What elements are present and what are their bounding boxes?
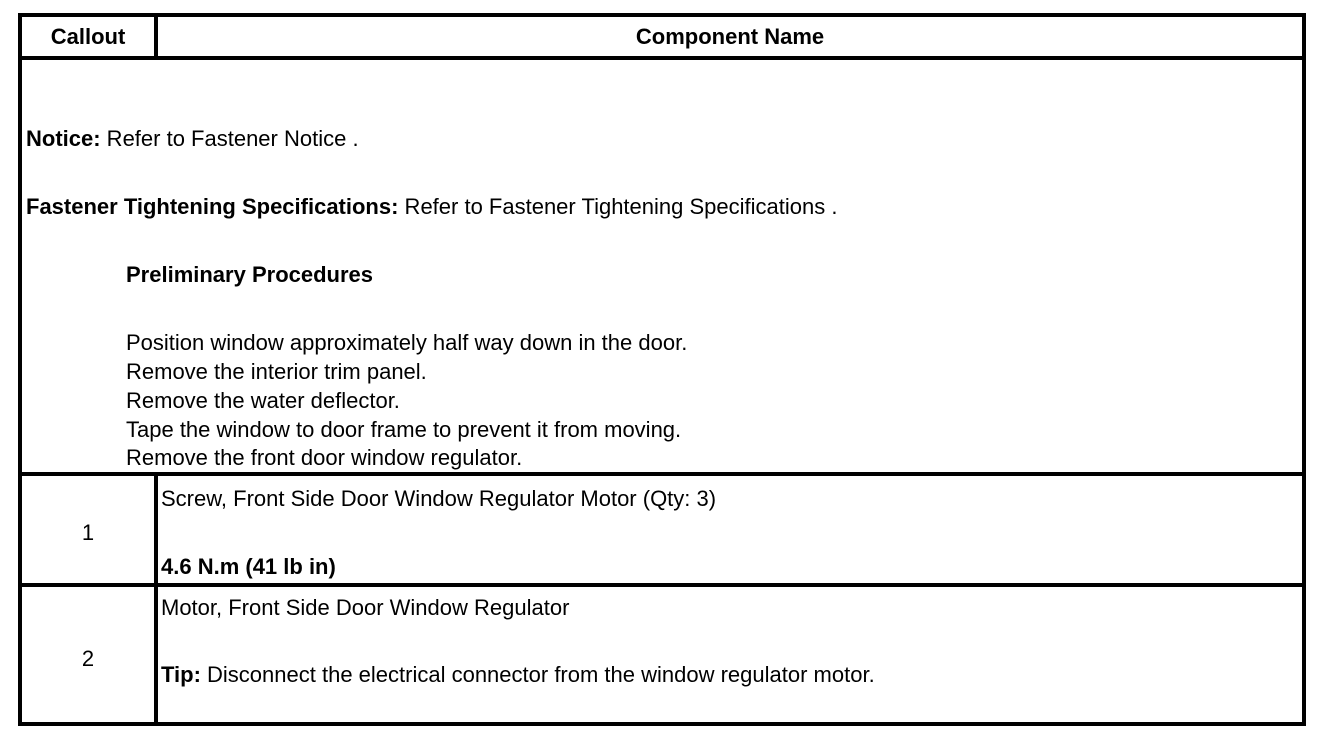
- preliminary-step: Remove the water deflector.: [126, 388, 400, 413]
- fastener-spec-text: Refer to Fastener Tightening Specificati…: [398, 194, 838, 219]
- row-1-separator: [22, 583, 1302, 587]
- intro-separator: [22, 472, 1302, 476]
- header-separator: [22, 56, 1302, 60]
- preliminary-procedures-title: Preliminary Procedures: [126, 262, 374, 287]
- component-table: Callout Component Name Notice: Refer to …: [18, 13, 1306, 726]
- column-header-component-name: Component Name: [635, 24, 825, 49]
- column-header-callout: Callout: [50, 24, 126, 49]
- tip-label: Tip:: [161, 662, 201, 687]
- fastener-spec-label: Fastener Tightening Specifications:: [26, 194, 399, 219]
- tip-line: Tip: Disconnect the electrical connector…: [161, 660, 875, 689]
- row-2-divider: [154, 583, 158, 726]
- notice-line: Notice: Refer to Fastener Notice .: [26, 124, 359, 153]
- component-name-2: Motor, Front Side Door Window Regulator: [161, 595, 570, 620]
- preliminary-step: Remove the front door window regulator.: [126, 445, 523, 470]
- preliminary-step: Position window approximately half way d…: [126, 330, 688, 355]
- tip-text: Disconnect the electrical connector from…: [200, 662, 875, 687]
- component-name-1: Screw, Front Side Door Window Regulator …: [161, 486, 717, 511]
- preliminary-step: Tape the window to door frame to prevent…: [126, 417, 682, 442]
- callout-number-2: 2: [81, 646, 95, 671]
- row-1-divider: [154, 472, 158, 584]
- callout-number-1: 1: [81, 520, 95, 545]
- preliminary-step: Remove the interior trim panel.: [126, 359, 427, 384]
- notice-label: Notice:: [26, 126, 101, 151]
- fastener-spec-line: Fastener Tightening Specifications: Refe…: [26, 192, 837, 221]
- notice-text: Refer to Fastener Notice .: [100, 126, 359, 151]
- torque-spec: 4.6 N.m (41 lb in): [161, 554, 336, 579]
- header-divider: [154, 17, 158, 56]
